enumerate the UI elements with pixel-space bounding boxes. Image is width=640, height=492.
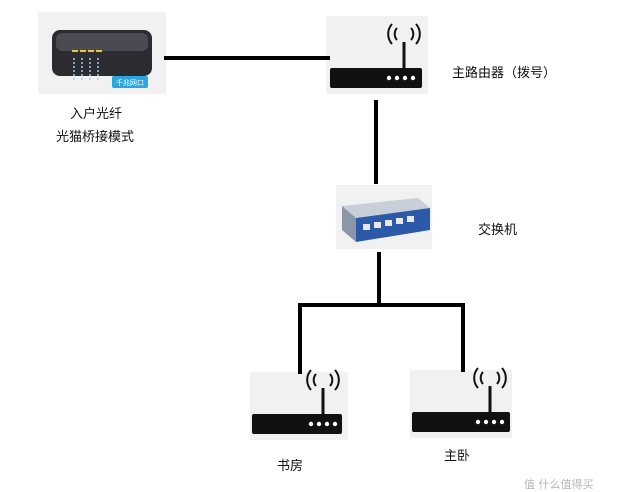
- switch-label: 交换机: [478, 223, 518, 238]
- modem-label-line1: 入户光纤: [70, 107, 123, 122]
- modem-label-line2: 光猫桥接模式: [56, 130, 135, 145]
- modem-sticker-text: 千兆网口: [116, 78, 144, 87]
- main-router-label: 主路由器（拨号）: [452, 66, 557, 81]
- study-router-icon: [252, 369, 342, 434]
- bedroom-router-label: 主卧: [444, 449, 471, 464]
- optical-modem-icon: 千兆网口: [52, 30, 152, 88]
- study-router-label: 书房: [277, 459, 304, 474]
- main-router-icon: [330, 23, 422, 88]
- switch-icon: [342, 198, 430, 242]
- bedroom-router-icon: [412, 367, 510, 432]
- watermark: 值 什么值得买: [524, 478, 594, 491]
